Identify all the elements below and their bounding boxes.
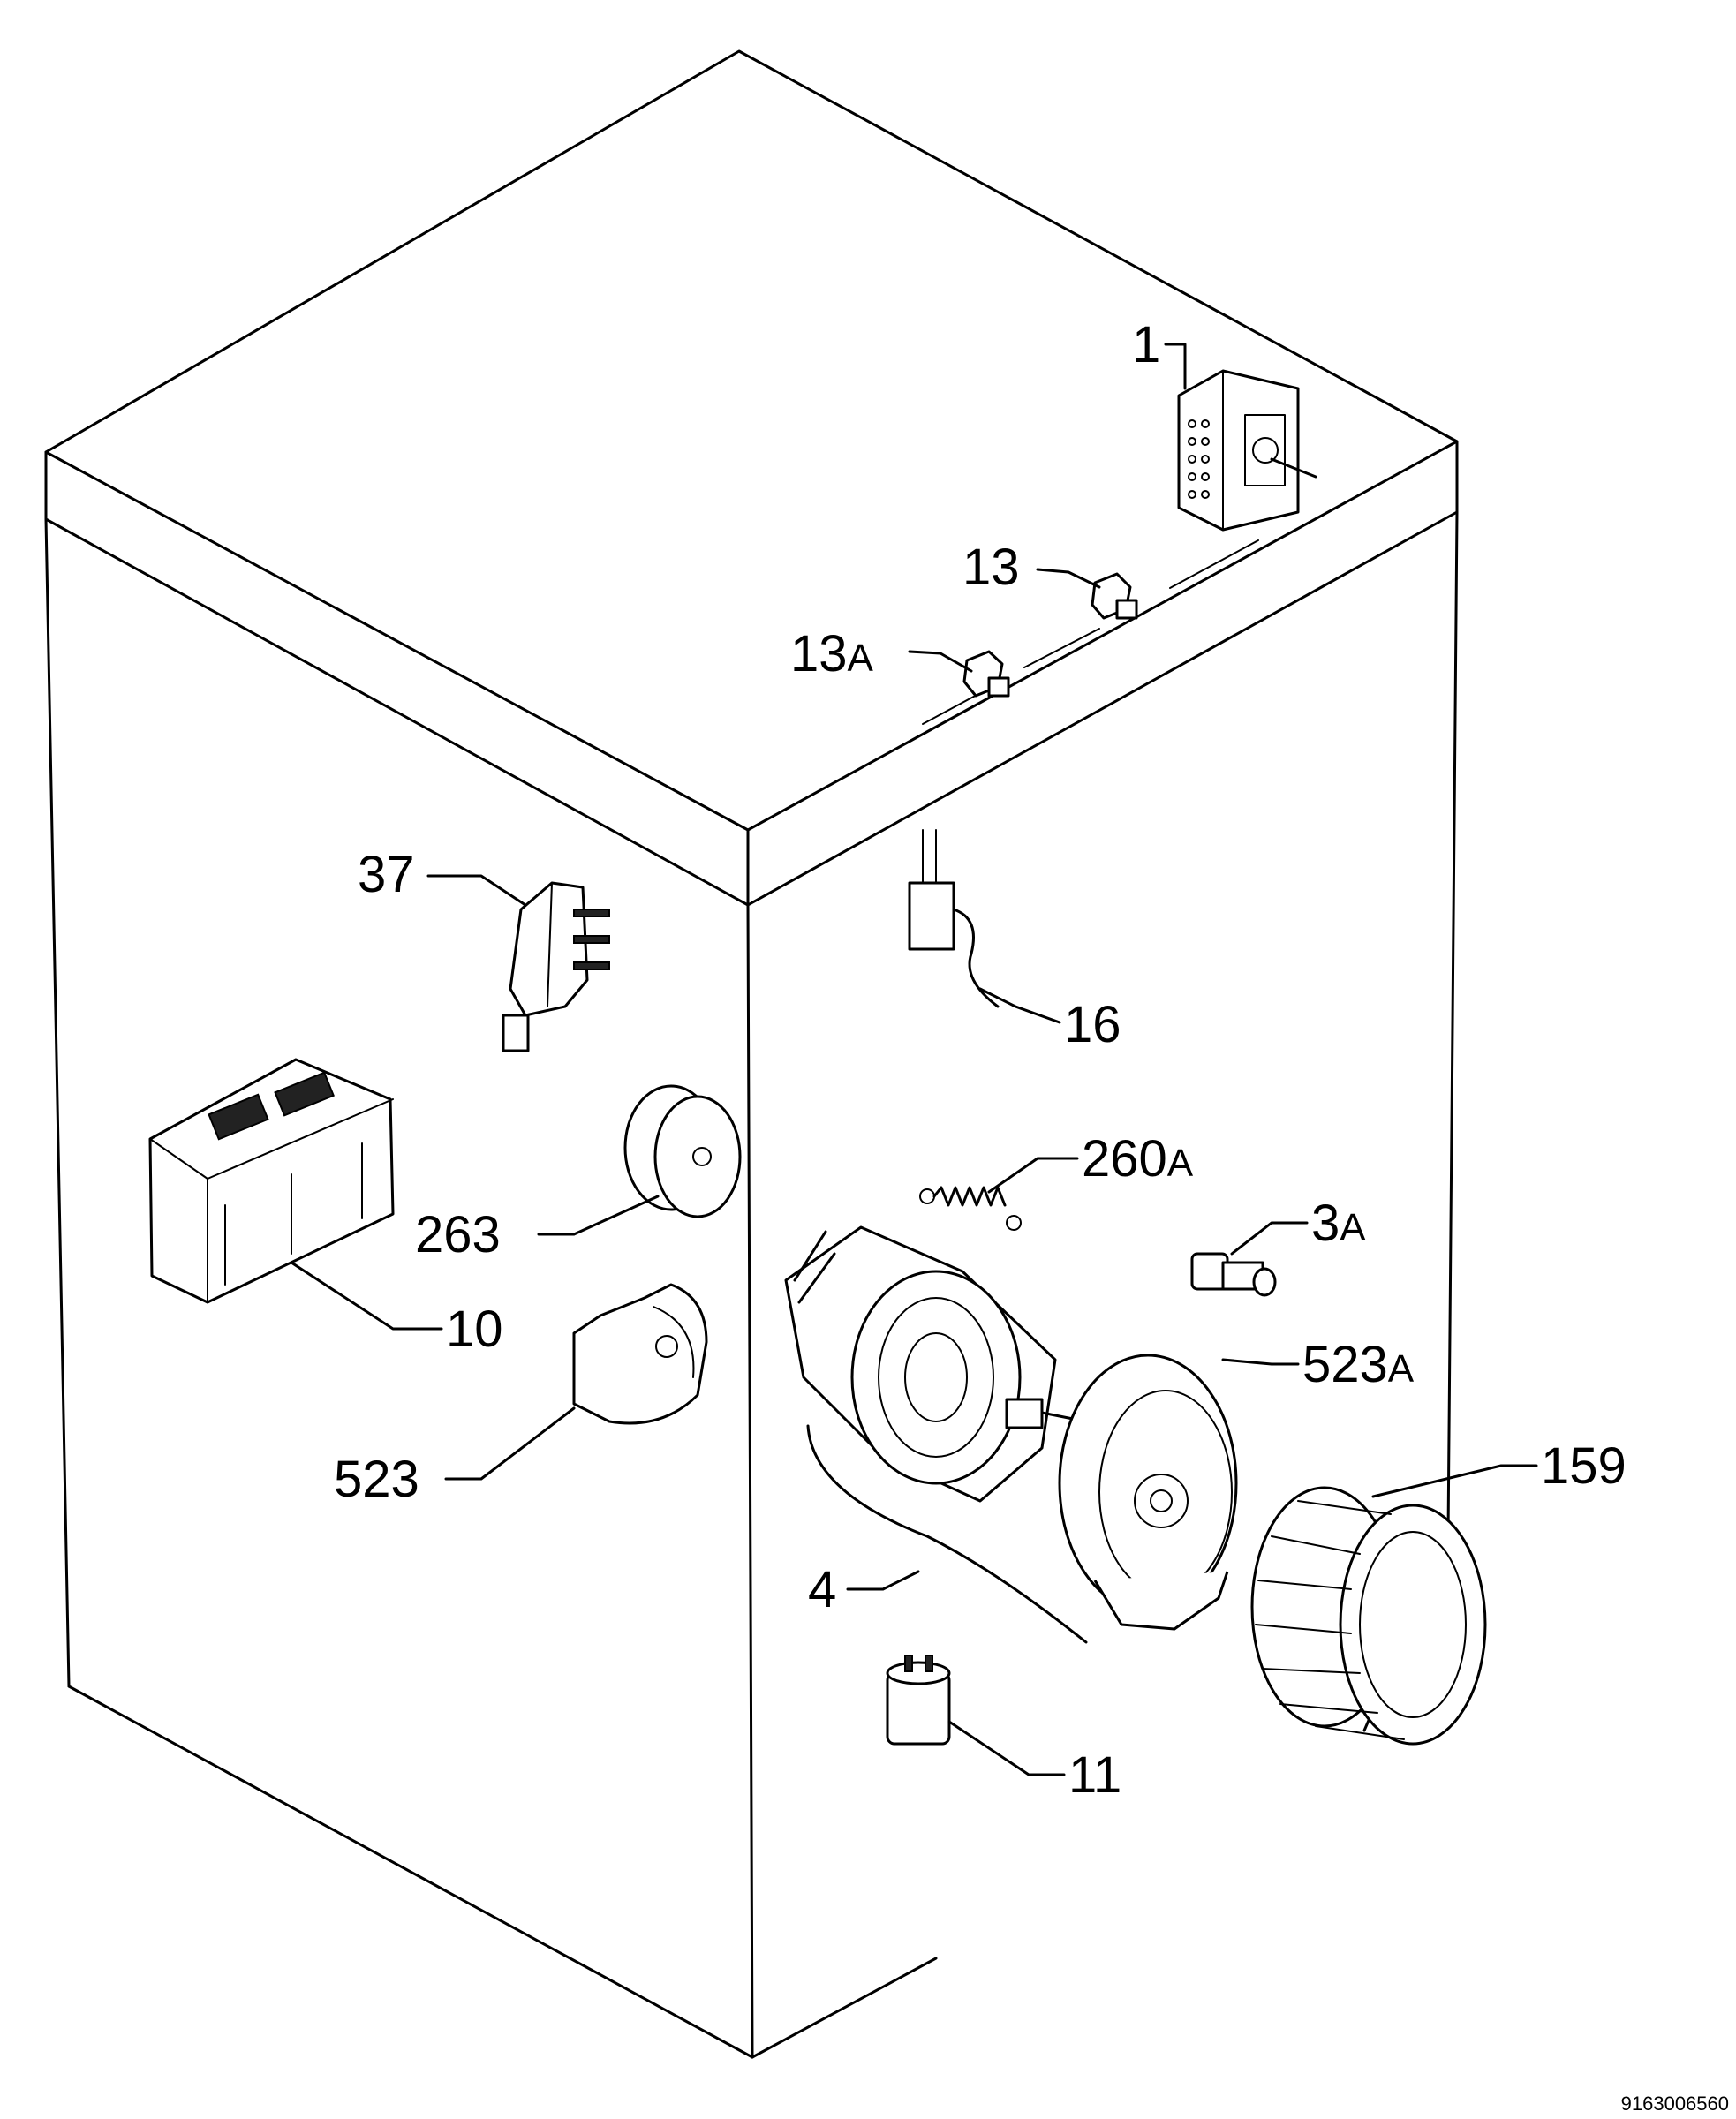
callout-37: 37 [358,846,415,903]
callout-13a: 13A [790,625,874,682]
callout-263: 263 [415,1206,501,1263]
callout-260a-suffix: A [1167,1142,1194,1185]
document-id: 9163006560 [1621,2093,1729,2115]
fan-housing-part [1058,1354,1238,1631]
callout-13: 13 [962,539,1020,596]
lamp-13-part [1091,572,1138,620]
callout-16: 16 [1064,996,1121,1053]
callout-3a-suffix: A [1340,1206,1366,1249]
motor-bracket-part [572,1283,708,1425]
connector-block-part [502,881,610,1052]
tension-spring-part [919,1186,1022,1231]
callout-13a-number: 13 [790,625,848,682]
callout-3a: 3A [1311,1195,1366,1252]
fan-impeller-part [1250,1486,1487,1746]
callout-1: 1 [1132,316,1160,373]
callout-4: 4 [808,1561,836,1618]
callout-523a-suffix: A [1388,1347,1415,1391]
callout-159: 159 [1541,1437,1627,1495]
lamp-13a-part [962,650,1010,698]
callout-260a: 260A [1082,1130,1194,1188]
callout-523a: 523A [1302,1336,1415,1393]
fluff-filter-part [148,1058,395,1304]
appliance-cabinet [44,49,1459,2059]
callout-3a-number: 3 [1311,1195,1340,1252]
callout-11: 11 [1068,1746,1121,1804]
callout-523: 523 [334,1451,419,1508]
callout-13a-suffix: A [848,637,874,680]
capacitor-part [886,1655,951,1746]
callout-260a-number: 260 [1082,1130,1167,1188]
callout-10: 10 [446,1301,503,1358]
door-switch-part [908,829,1000,1008]
callout-523a-number: 523 [1302,1336,1388,1393]
programme-switch-part [1177,369,1317,532]
drive-motor-part [784,1225,1088,1644]
thermostat-part [1190,1252,1277,1297]
pulley-wheel-part [623,1084,742,1218]
